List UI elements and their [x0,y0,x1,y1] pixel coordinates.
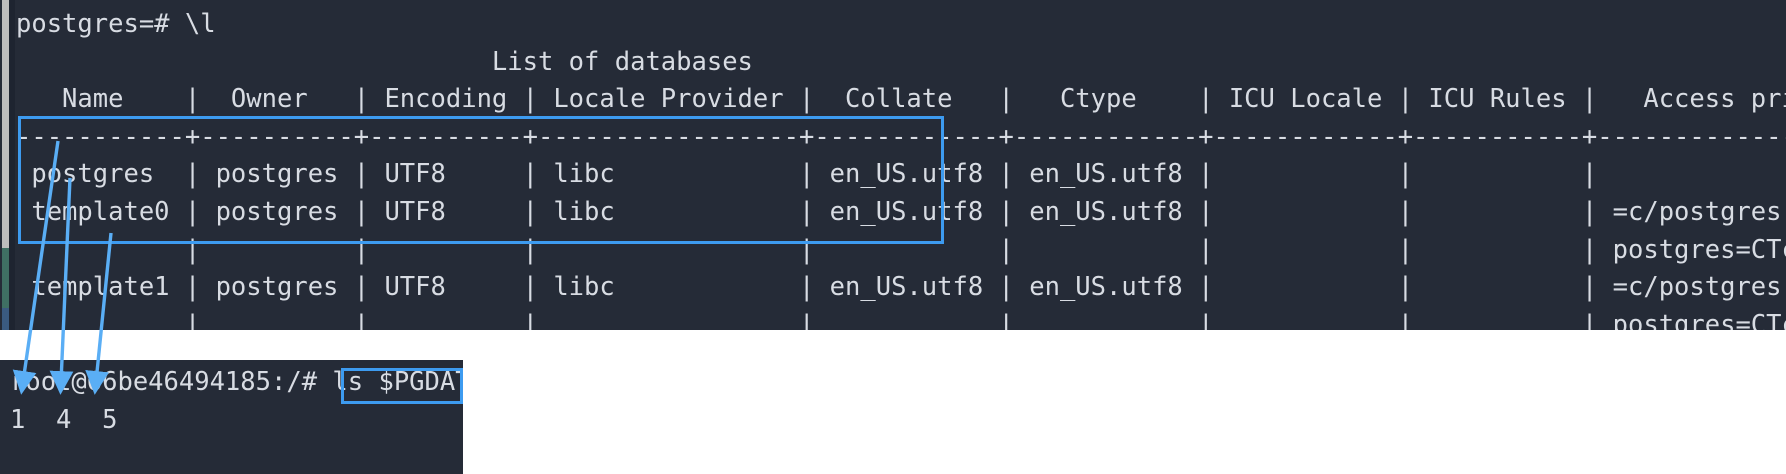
terminal-gutter [9,0,15,330]
psql-row-line: | | | | | | | | postgres=CTc/postgres [16,234,1786,265]
psql-row-line: postgres | postgres | UTF8 | libc | en_U… [16,159,1613,190]
shell-command-arg: $PGDATA/base [378,367,463,397]
shell-output-text: root@66be46494185:/# ls $PGDATA/base 1 4… [10,364,463,439]
scrollbar-thumb-green[interactable] [2,248,9,308]
psql-separator-line: -----------+----------+----------+------… [16,121,1786,152]
scrollbar-track[interactable] [2,0,9,330]
psql-row-line: template0 | postgres | UTF8 | libc | en_… [16,196,1786,227]
psql-row-line: template1 | postgres | UTF8 | libc | en_… [16,272,1786,303]
psql-terminal-panel[interactable]: postgres=# \l List of databases Name | O… [0,0,1786,330]
psql-table-title: List of databases [491,46,753,77]
psql-output-text: postgres=# \l List of databases Name | O… [16,6,1786,330]
psql-prompt-line: postgres=# \l [16,9,216,39]
scrollbar-thumb-blue[interactable] [2,308,9,330]
shell-terminal-panel[interactable]: root@66be46494185:/# ls $PGDATA/base 1 4… [0,360,463,474]
psql-row-line: | | | | | | | | postgres=CTc/postgres [16,309,1786,330]
shell-prompt: root@66be46494185:/# ls [10,367,379,397]
psql-header-line: Name | Owner | Encoding | Locale Provide… [16,84,1786,115]
shell-ls-output: 1 4 5 [10,404,118,435]
psql-title-line: List of databases [16,47,753,77]
panel-gap [0,330,1786,360]
